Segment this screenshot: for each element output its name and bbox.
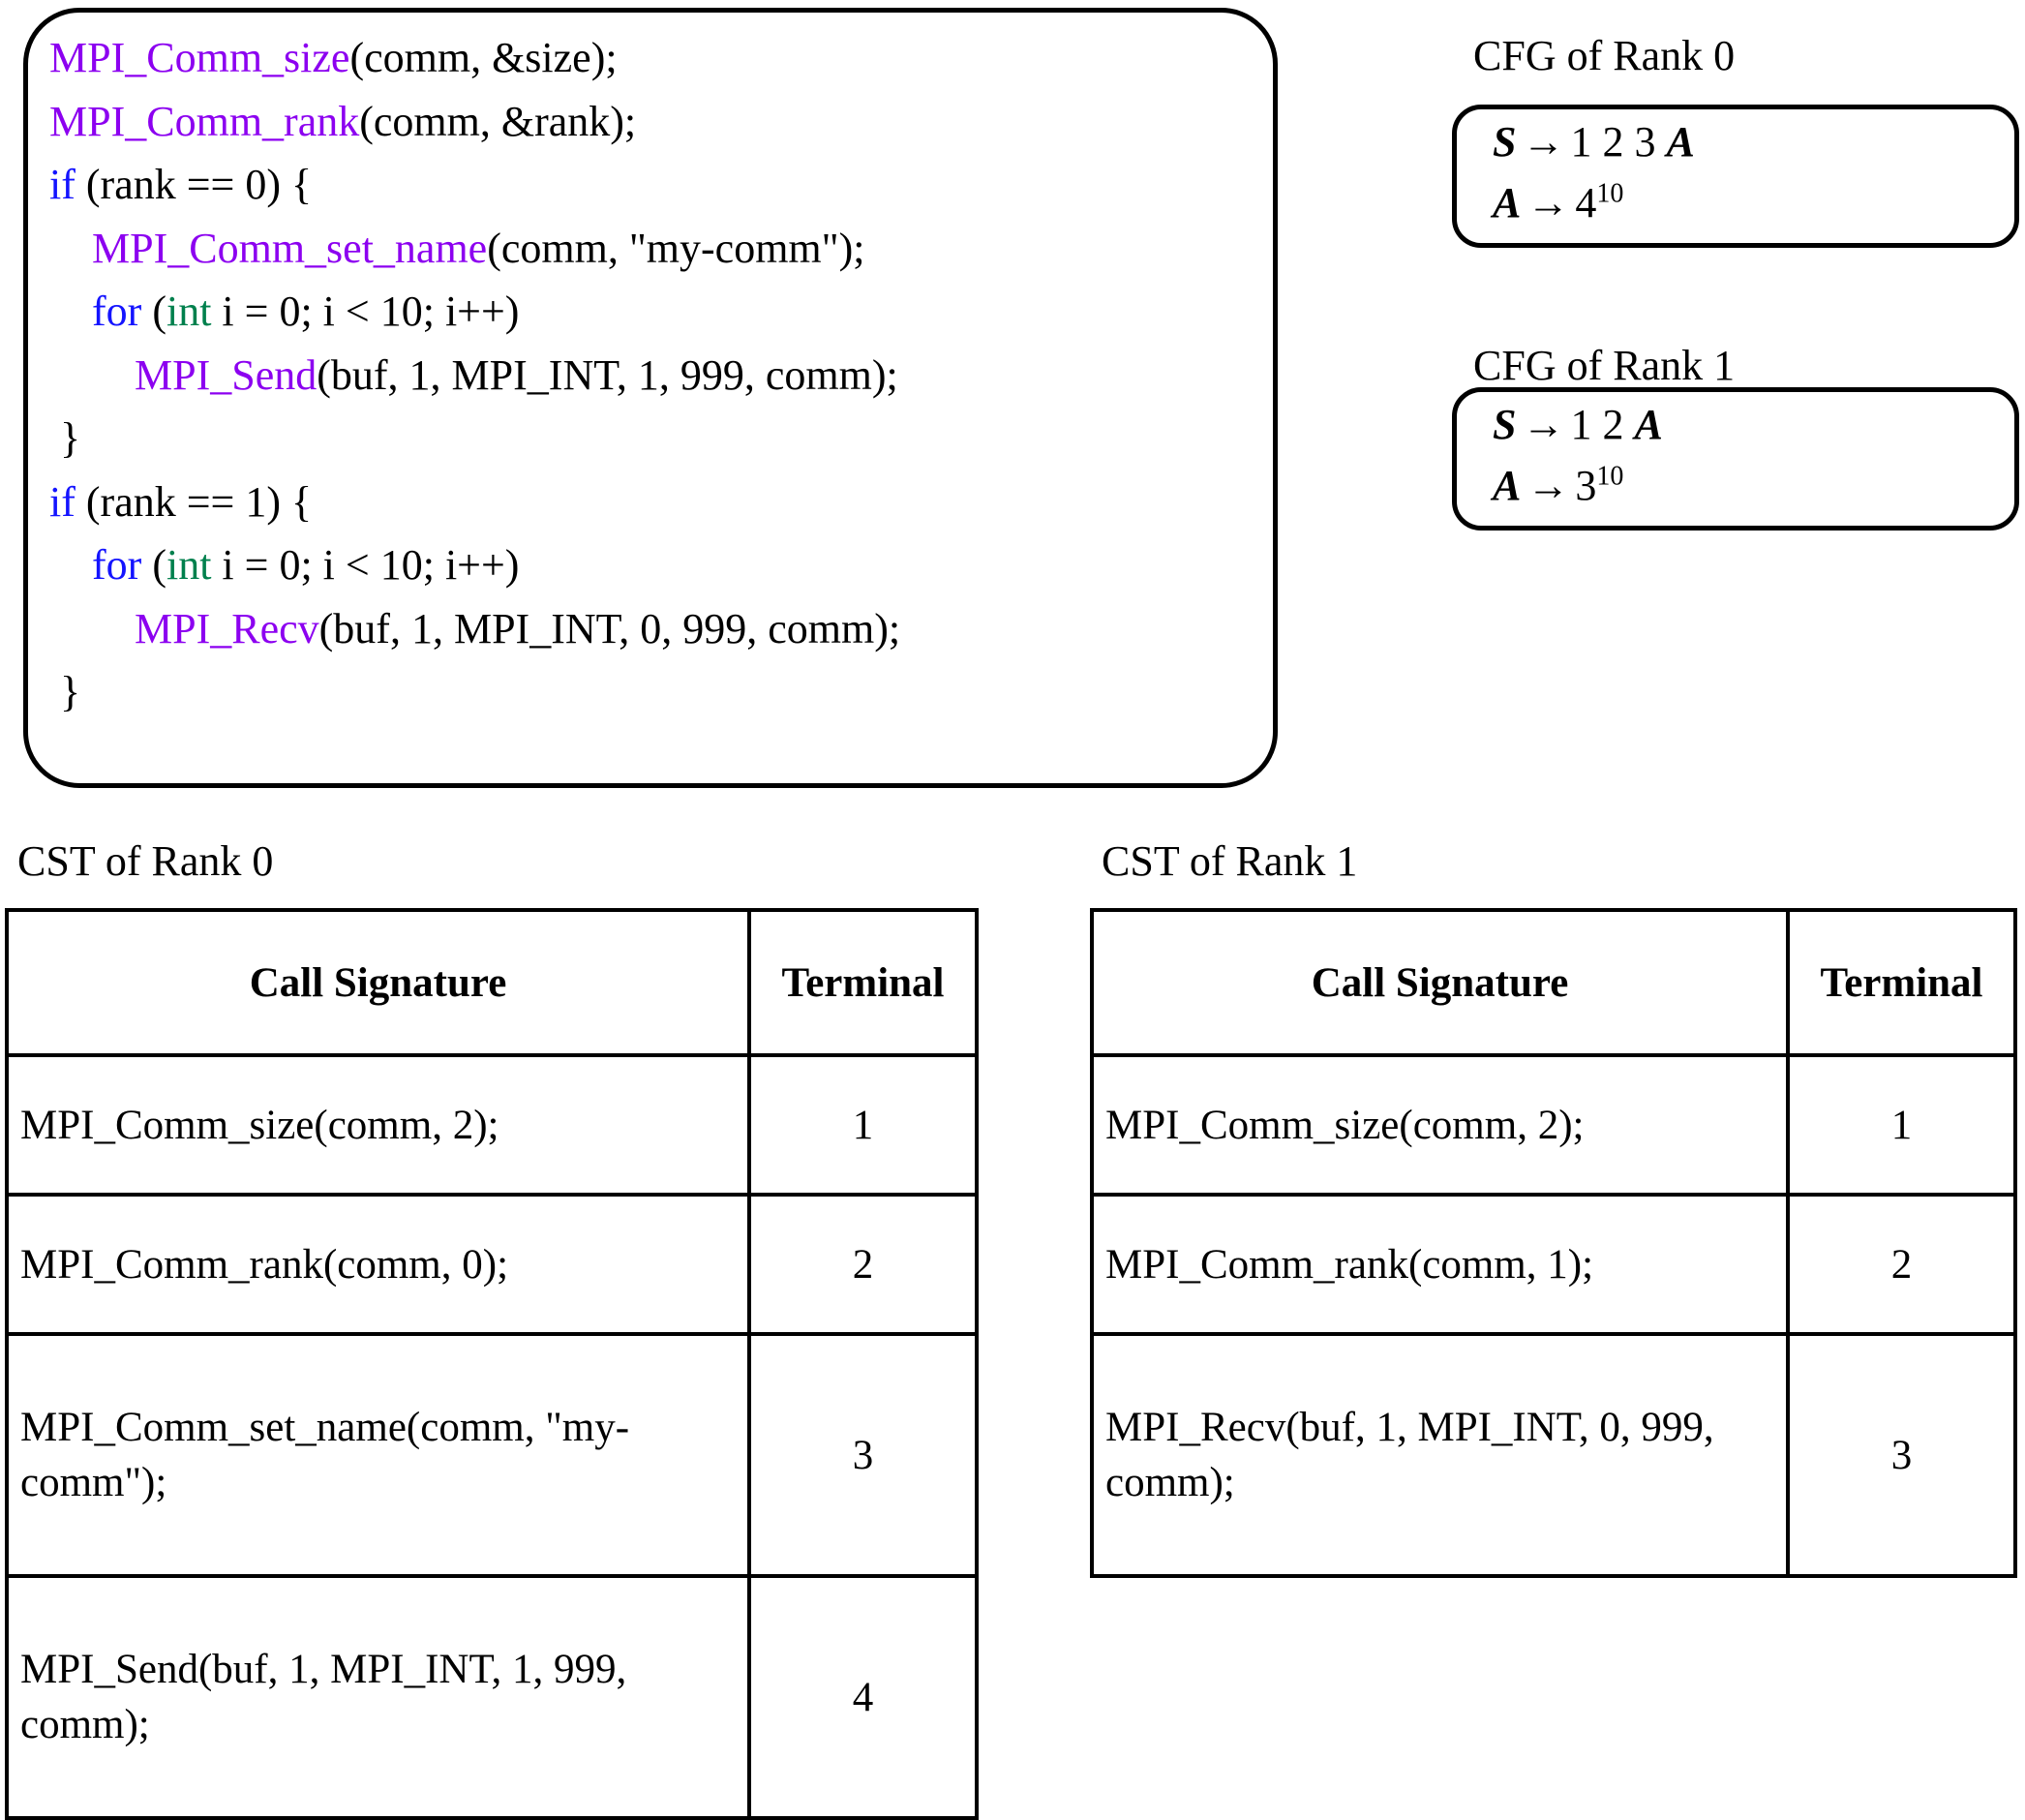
code-token-kw: for [92, 541, 142, 589]
cfg-rank1-rule-1: S→1 2 A [1493, 401, 1663, 449]
cfg-rank0-rule-2-exponent: 10 [1596, 178, 1624, 209]
code-line-1: MPI_Comm_size(comm, &size); [49, 26, 1263, 90]
code-line-10: MPI_Recv(buf, 1, MPI_INT, 0, 999, comm); [49, 597, 1263, 661]
code-token-plain: i = 0; i < 10; i++) [211, 541, 520, 589]
cst-rank1-title: CST of Rank 1 [1102, 837, 1358, 885]
table-row: MPI_Comm_rank(comm, 0);2 [5, 1193, 979, 1336]
right-arrow-icon: → [1526, 179, 1570, 227]
cell-terminal: 3 [1786, 1332, 2017, 1578]
cst-rank1-table: Call Signature Terminal MPI_Comm_size(co… [1090, 908, 2017, 1578]
right-arrow-icon: → [1526, 462, 1570, 509]
code-token-plain [49, 288, 92, 335]
cfg-rank0-rule-1: S→1 2 3 A [1493, 118, 1695, 167]
table-header-row: Call Signature Terminal [5, 908, 979, 1057]
cell-terminal: 2 [747, 1193, 979, 1336]
cfg-rank1-rule-2-lhs: A [1493, 462, 1522, 509]
cfg-rank0-rule-2-rhs: 4 [1575, 179, 1597, 227]
code-line-8: if (rank == 1) { [49, 470, 1263, 534]
cfg-rank1-rule-1-lhs: S [1493, 401, 1517, 448]
source-code-listing: MPI_Comm_size(comm, &size);MPI_Comm_rank… [49, 26, 1263, 724]
code-token-fn: MPI_Comm_rank [49, 97, 360, 145]
column-header-call-signature: Call Signature [5, 908, 751, 1057]
cell-terminal: 2 [1786, 1193, 2017, 1336]
column-header-call-signature: Call Signature [1090, 908, 1790, 1057]
table-row: MPI_Comm_size(comm, 2);1 [5, 1053, 979, 1197]
cfg-rank0-rule-1-lhs: S [1493, 118, 1517, 166]
code-token-kw: if [49, 477, 76, 526]
cfg-rank1-title: CFG of Rank 1 [1473, 342, 1736, 389]
code-token-plain: (buf, 1, MPI_INT, 0, 999, comm); [318, 604, 901, 652]
code-token-plain [49, 225, 92, 272]
code-line-6: MPI_Send(buf, 1, MPI_INT, 1, 999, comm); [49, 344, 1263, 408]
table-row: MPI_Comm_size(comm, 2);1 [1090, 1053, 2017, 1197]
right-arrow-icon: → [1522, 118, 1565, 166]
table-row: MPI_Comm_rank(comm, 1);2 [1090, 1193, 2017, 1336]
code-line-5: for (int i = 0; i < 10; i++) [49, 280, 1263, 344]
cell-call-signature: MPI_Comm_size(comm, 2); [5, 1053, 751, 1197]
cfg-rank0-box [1452, 105, 2019, 248]
code-line-2: MPI_Comm_rank(comm, &rank); [49, 90, 1263, 154]
code-token-fn: MPI_Send [135, 350, 317, 399]
code-token-kw: for [92, 288, 142, 335]
cell-terminal: 4 [747, 1574, 979, 1820]
code-token-fn: MPI_Recv [135, 604, 319, 652]
cell-call-signature: MPI_Comm_set_name(comm, "my-comm"); [5, 1332, 751, 1578]
code-token-plain: i = 0; i < 10; i++) [211, 288, 520, 335]
cfg-rank1-box [1452, 387, 2019, 531]
code-token-plain: } [49, 668, 81, 715]
cst-rank0-title: CST of Rank 0 [17, 837, 274, 885]
source-code-panel: MPI_Comm_size(comm, &size);MPI_Comm_rank… [23, 8, 1278, 788]
cfg-rank0-rule-2-lhs: A [1493, 179, 1522, 227]
cell-terminal: 3 [747, 1332, 979, 1578]
code-token-plain [49, 605, 135, 652]
cfg-rank0-rule-1-rhs: 1 2 3 [1570, 118, 1667, 166]
cfg-rank1-rule-2-rhs: 3 [1575, 462, 1597, 509]
cfg-rank1-rule-2-exponent: 10 [1596, 461, 1624, 492]
right-arrow-icon: → [1522, 401, 1565, 448]
cfg-rank1-rule-1-rhs-nt: A [1634, 401, 1663, 448]
cell-call-signature: MPI_Comm_size(comm, 2); [1090, 1053, 1790, 1197]
code-line-7: } [49, 407, 1263, 470]
code-token-fn: MPI_Comm_size [49, 34, 350, 81]
cfg-rank0-title: CFG of Rank 0 [1473, 32, 1736, 79]
cell-call-signature: MPI_Recv(buf, 1, MPI_INT, 0, 999, comm); [1090, 1332, 1790, 1578]
cell-terminal: 1 [747, 1053, 979, 1197]
cfg-rank0-rule-2: A→410 [1493, 179, 1623, 228]
code-line-4: MPI_Comm_set_name(comm, "my-comm"); [49, 217, 1263, 281]
cst-rank0-table: Call Signature Terminal MPI_Comm_size(co… [5, 908, 979, 1820]
code-token-plain: (rank == 0) { [75, 161, 313, 208]
column-header-terminal: Terminal [747, 908, 979, 1057]
table-header-row: Call Signature Terminal [1090, 908, 2017, 1057]
cell-call-signature: MPI_Comm_rank(comm, 1); [1090, 1193, 1790, 1336]
cell-terminal: 1 [1786, 1053, 2017, 1197]
cfg-rank1-rule-2: A→310 [1493, 462, 1623, 510]
code-token-fn: MPI_Comm_set_name [92, 224, 488, 272]
code-token-plain: (rank == 1) { [75, 477, 313, 526]
table-row: MPI_Send(buf, 1, MPI_INT, 1, 999, comm);… [5, 1574, 979, 1820]
code-token-plain: (comm, &rank); [359, 97, 637, 145]
code-line-3: if (rank == 0) { [49, 153, 1263, 217]
code-token-plain: (comm, "my-comm"); [487, 224, 865, 272]
code-token-plain [49, 351, 135, 399]
code-token-plain: ( [141, 541, 166, 589]
cfg-rank0-rule-1-rhs-nt: A [1666, 118, 1695, 166]
code-token-plain: (comm, &size); [349, 34, 618, 81]
code-token-plain: ( [141, 288, 166, 335]
code-line-9: for (int i = 0; i < 10; i++) [49, 533, 1263, 597]
table-row: MPI_Recv(buf, 1, MPI_INT, 0, 999, comm);… [1090, 1332, 2017, 1578]
cell-call-signature: MPI_Comm_rank(comm, 0); [5, 1193, 751, 1336]
cell-call-signature: MPI_Send(buf, 1, MPI_INT, 1, 999, comm); [5, 1574, 751, 1820]
column-header-terminal: Terminal [1786, 908, 2017, 1057]
code-token-type: int [166, 541, 212, 589]
code-token-plain: (buf, 1, MPI_INT, 1, 999, comm); [317, 350, 898, 399]
cfg-rank1-rule-1-rhs: 1 2 [1570, 401, 1635, 448]
code-token-kw: if [49, 161, 76, 208]
table-row: MPI_Comm_set_name(comm, "my-comm");3 [5, 1332, 979, 1578]
code-token-type: int [166, 288, 212, 335]
code-line-11: } [49, 660, 1263, 724]
code-token-plain: } [49, 414, 81, 462]
code-token-plain [49, 541, 92, 589]
